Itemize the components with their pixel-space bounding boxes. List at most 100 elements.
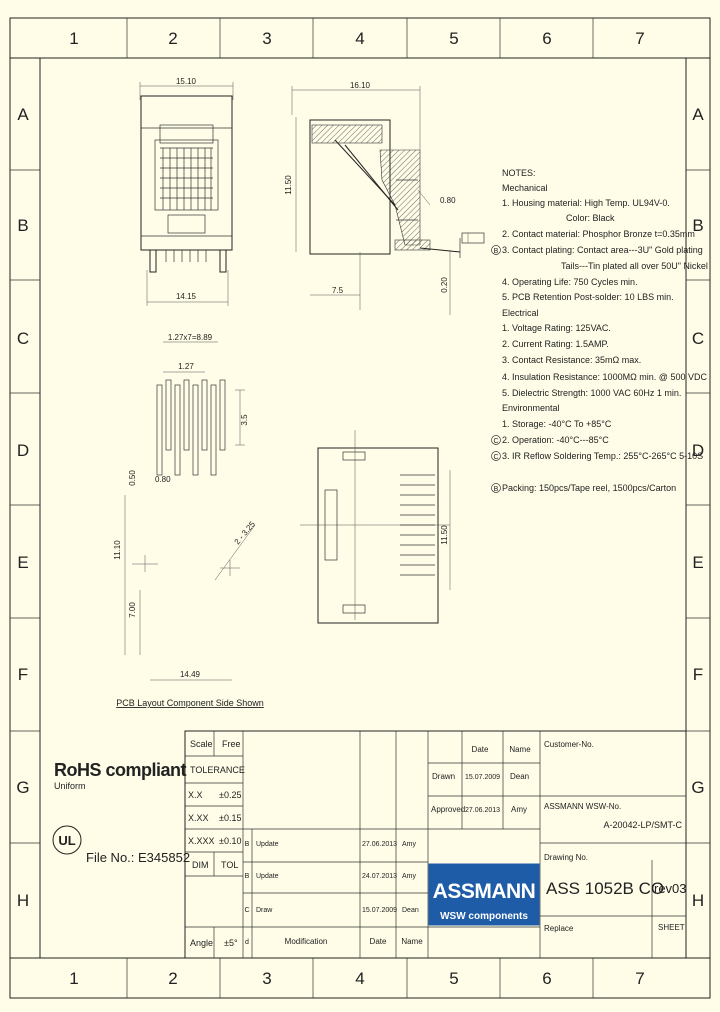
mech-1b: Color: Black <box>566 213 615 223</box>
side-view: 16.10 11.50 0.80 7.5 0.20 <box>284 81 485 315</box>
col-label-top-5: 5 <box>449 29 458 48</box>
col-label-top-2: 2 <box>168 29 177 48</box>
dim-label: DIM <box>192 860 209 870</box>
row-label-left-b: B <box>17 216 28 235</box>
rev-mark-2: B <box>245 873 250 880</box>
dim-side-height: 11.50 <box>284 175 293 195</box>
rev-date-1: 27.06.2013 <box>362 841 397 848</box>
rev-name-1: Amy <box>402 841 417 848</box>
col-label-top-7: 7 <box>635 29 644 48</box>
row-label-right-g: G <box>691 778 704 797</box>
row-label-right-e: E <box>692 553 703 572</box>
scale-label: Scale <box>190 739 213 749</box>
col-label-bottom-3: 3 <box>262 969 271 988</box>
rev-desc-2: Update <box>256 873 279 880</box>
row-label-left-a: A <box>17 105 29 124</box>
scale-value: Free <box>222 739 241 749</box>
angle-label: Angle <box>190 938 213 948</box>
row-label-right-f: F <box>693 665 703 684</box>
mech-4: 4. Operating Life: 750 Cycles min. <box>502 277 638 287</box>
rev-name-3: Dean <box>402 907 419 914</box>
col-label-bottom-1: 1 <box>69 969 78 988</box>
rev-marker-2: C <box>493 438 498 445</box>
bottom-view: 11.50 <box>300 430 451 624</box>
drawn-label: Drawn <box>432 772 455 781</box>
row-label-left-g: G <box>16 778 29 797</box>
dim-pitch-total: 1.27x7=8.89 <box>168 333 213 342</box>
mech-5: 5. PCB Retention Post-solder: 10 LBS min… <box>502 292 674 302</box>
approved-date: 27.06.2013 <box>465 807 500 814</box>
tol-val-1: ±0.25 <box>219 790 241 800</box>
drawn-name: Dean <box>510 772 529 781</box>
dim-bottom-width: 14.15 <box>176 292 197 301</box>
rev-date-3: 15.07.2009 <box>362 907 397 914</box>
inner-frame <box>39 57 687 959</box>
dim-layout-height: 11.10 <box>113 540 122 560</box>
compliance-block: RoHS compliant Uniform UL File No.: E345… <box>52 760 190 865</box>
dim-side-flag: 0.80 <box>440 196 456 205</box>
row-label-right-b: B <box>692 216 703 235</box>
elec-3: 3. Contact Resistance: 35mΩ max. <box>502 355 641 365</box>
assmann-logo <box>428 863 540 926</box>
row-label-left-e: E <box>17 553 28 572</box>
ul-logo-icon <box>52 825 82 855</box>
env-1: 1. Storage: -40°C To +85°C <box>502 419 612 429</box>
mech-3b: Tails---Tin plated all over 50U" Nickel <box>561 261 708 271</box>
ul-file-number: File No.: E345852 <box>86 850 190 865</box>
name-header: Name <box>509 745 531 754</box>
col-label-top-1: 1 <box>69 29 78 48</box>
rev-header-date: Date <box>370 937 387 946</box>
rev-mark-1: B <box>245 841 250 848</box>
dim-peg-dia: 2 - 3.25 <box>233 519 258 546</box>
dim-side-width: 16.10 <box>350 81 371 90</box>
pcb-layout-view: 1.27x7=8.89 1.27 3.5 0.50 0.80 11.10 7.0… <box>113 333 264 708</box>
col-label-bottom-7: 7 <box>635 969 644 988</box>
row-dividers <box>10 169 710 844</box>
elec-4: 4. Insulation Resistance: 1000MΩ min. @ … <box>502 372 707 382</box>
drawn-date: 15.07.2009 <box>465 774 500 781</box>
approved-name: Amy <box>511 805 527 814</box>
col-label-bottom-4: 4 <box>355 969 364 988</box>
row-label-right-c: C <box>692 329 704 348</box>
col-label-top-3: 3 <box>262 29 271 48</box>
rev-name-2: Amy <box>402 873 417 880</box>
tol-val-3: ±0.10 <box>219 836 241 846</box>
row-label-right-a: A <box>692 105 704 124</box>
col-label-top-6: 6 <box>542 29 551 48</box>
tolerance-label: TOLERANCE <box>190 765 245 775</box>
col-label-bottom-2: 2 <box>168 969 177 988</box>
col-label-bottom-5: 5 <box>449 969 458 988</box>
dim-pitch: 1.27 <box>178 362 194 371</box>
mech-2: 2. Contact material: Phosphor Bronze t=0… <box>502 229 695 239</box>
assmann-no-label: ASSMANN WSW-No. <box>544 802 621 811</box>
mech-3: 3. Contact plating: Contact area---3U" G… <box>502 245 703 255</box>
approved-label: Approved <box>431 805 465 814</box>
elec-2: 2. Current Rating: 1.5AMP. <box>502 339 609 349</box>
assmann-logo-top: ASSMANN <box>433 880 536 903</box>
col-label-top-4: 4 <box>355 29 364 48</box>
rev-mark-3: C <box>244 907 249 914</box>
row-label-right-h: H <box>692 891 704 910</box>
revision-number: rev03 <box>654 881 687 896</box>
sheet-label: SHEET <box>658 923 685 932</box>
col-label-bottom-6: 6 <box>542 969 551 988</box>
title-block: Scale Free TOLERANCE X.X ±0.25 X.XX ±0.1… <box>184 730 687 959</box>
row-label-right-d: D <box>692 441 704 460</box>
packing-note: Packing: 150pcs/Tape reel, 1500pcs/Carto… <box>502 483 676 493</box>
notes-electrical-title: Electrical <box>502 308 539 318</box>
row-label-left-f: F <box>18 665 28 684</box>
outer-frame <box>9 17 711 999</box>
dim-pin-length: 0.20 <box>440 277 449 293</box>
row-label-left-c: C <box>17 329 29 348</box>
ul-logo-text: UL <box>58 833 75 848</box>
notes-title: NOTES: <box>502 168 536 178</box>
row-label-left-h: H <box>17 891 29 910</box>
rev-desc-1: Update <box>256 841 279 848</box>
rev-header-mark: d <box>245 939 249 946</box>
column-dividers <box>126 18 594 998</box>
elec-1: 1. Voltage Rating: 125VAC. <box>502 323 611 333</box>
rohs-title: RoHS compliant <box>54 760 187 780</box>
tol-val-2: ±0.15 <box>219 813 241 823</box>
rev-header-name: Name <box>401 937 423 946</box>
